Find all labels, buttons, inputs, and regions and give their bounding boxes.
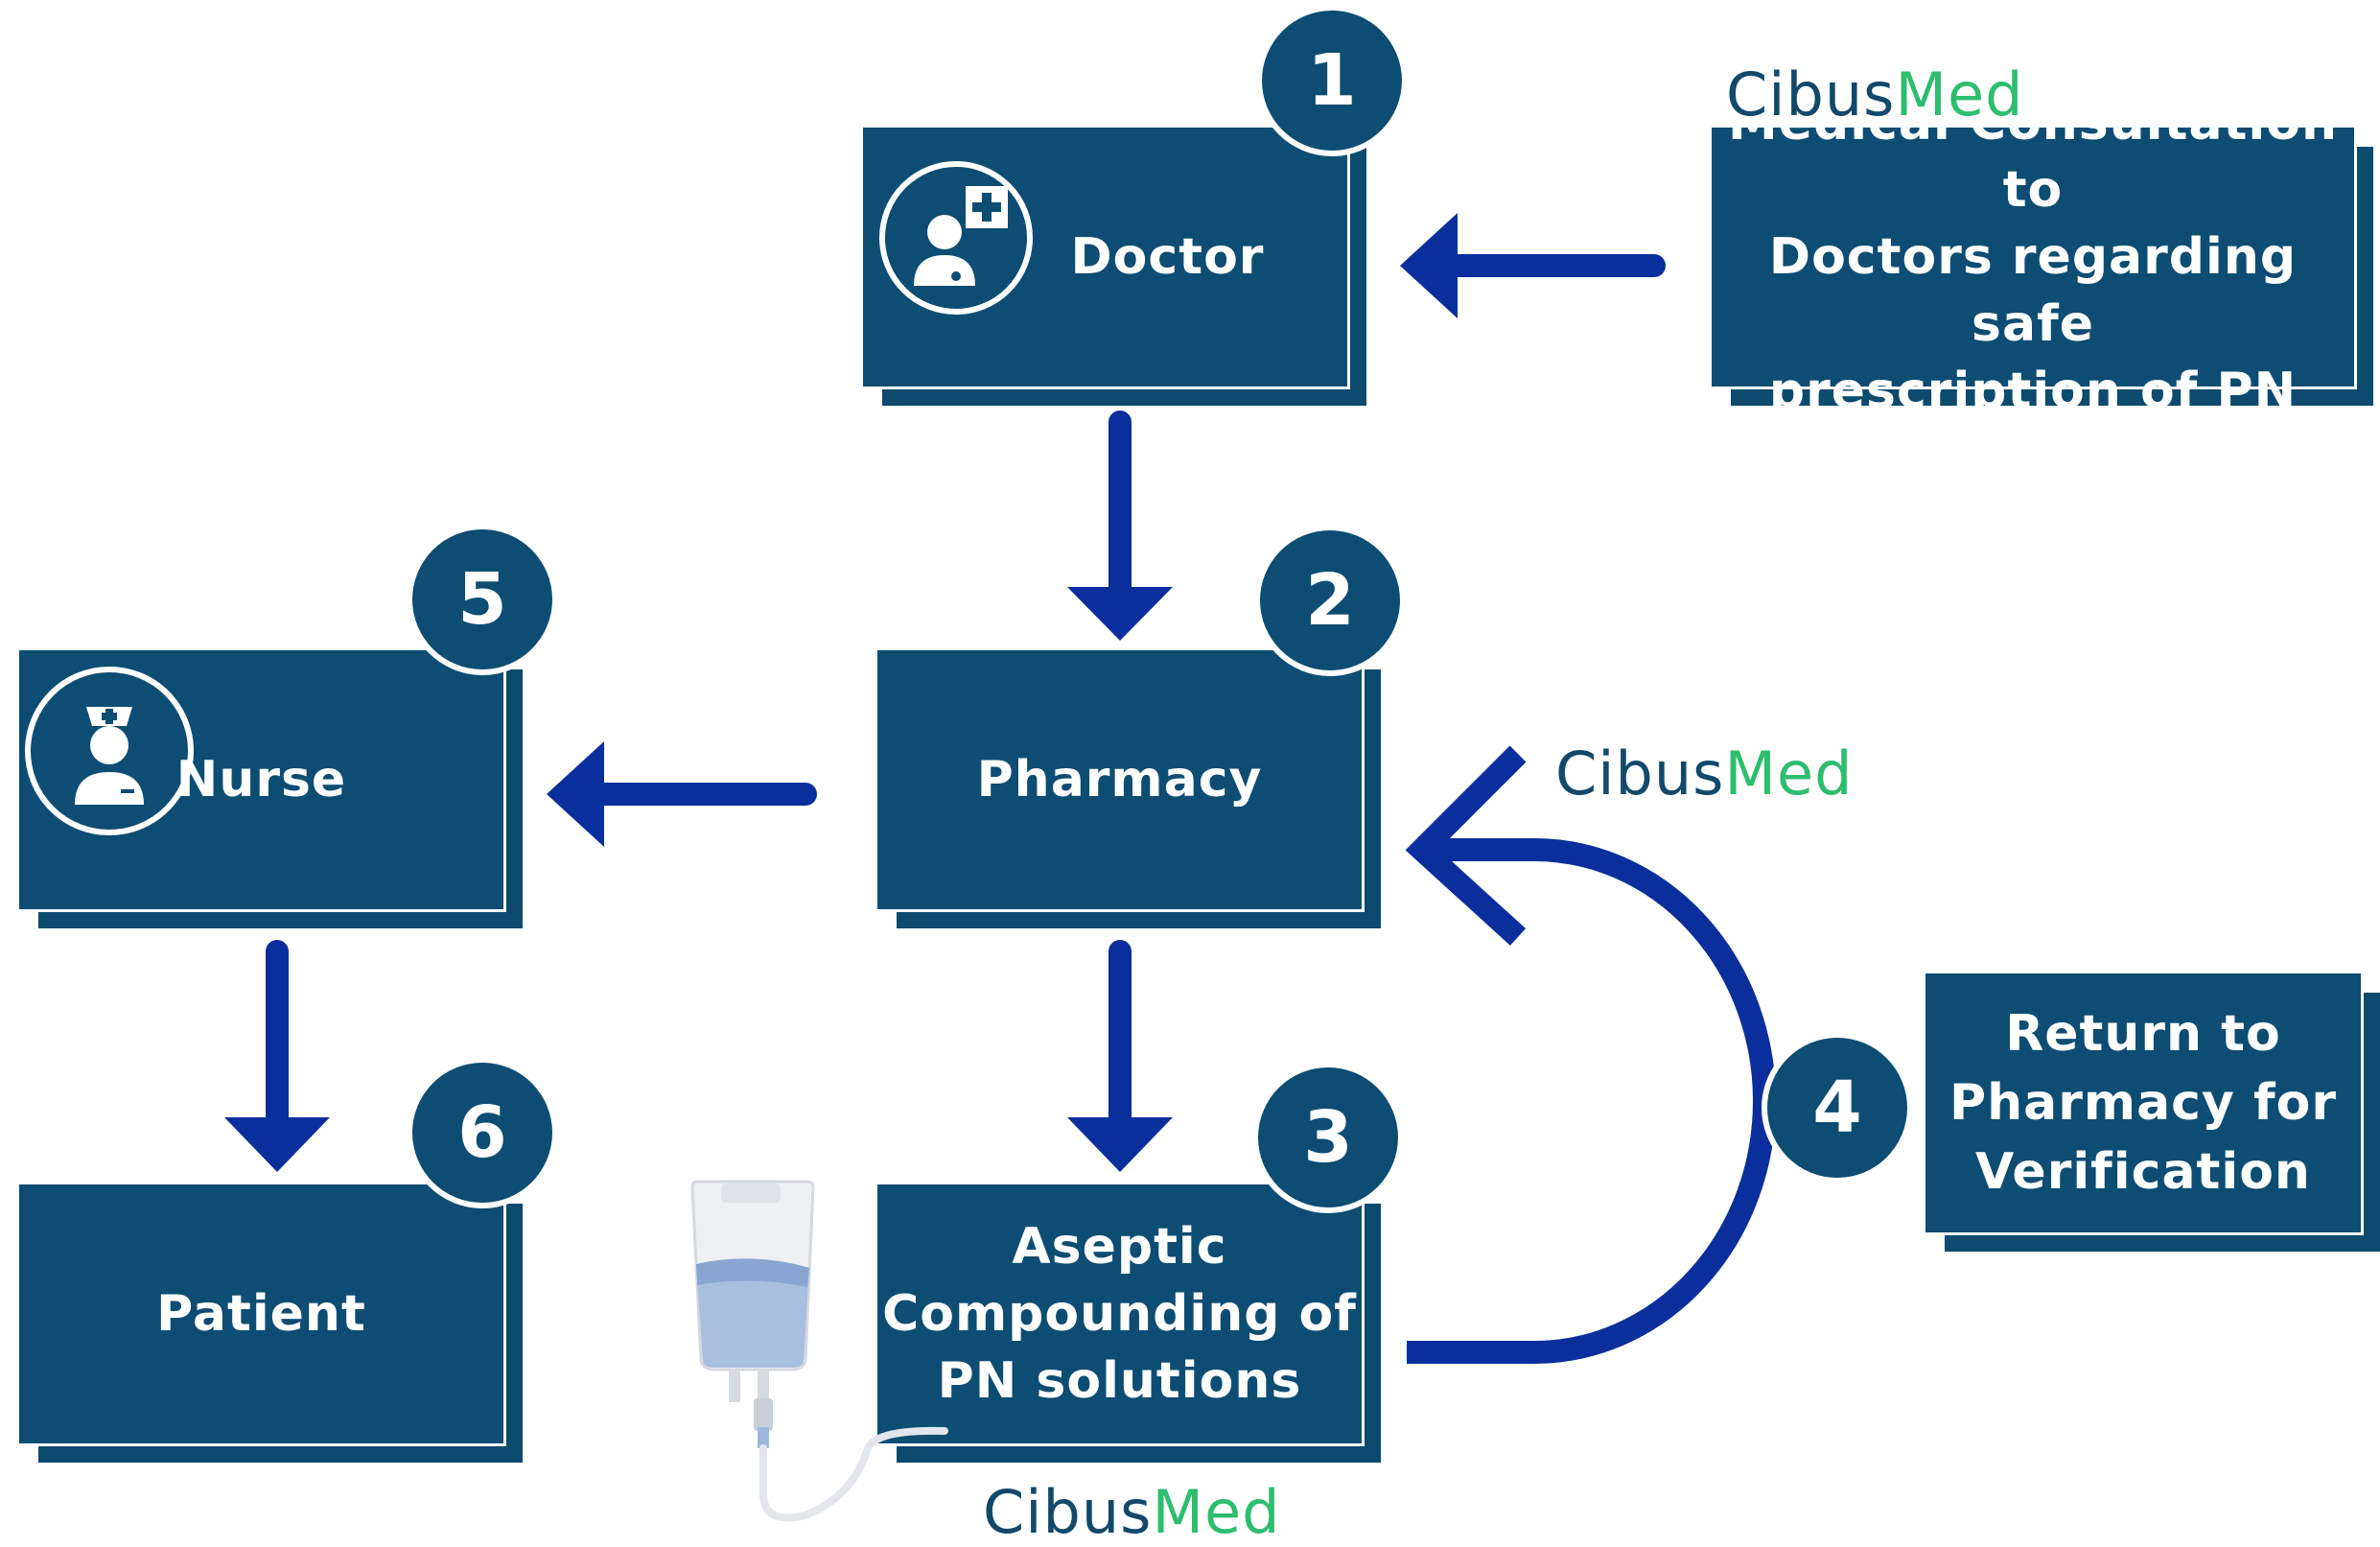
doctor-box: Doctor — [863, 128, 1366, 406]
return-line-1: Return to — [2005, 1005, 2281, 1063]
consultation-line-3: prescription of PN — [1768, 363, 2298, 420]
arrowhead-return — [1405, 745, 1527, 946]
doctor-label: Doctor — [1070, 228, 1265, 286]
nurse-icon — [25, 667, 194, 835]
arrowhead-doctor — [1400, 213, 1458, 318]
consultation-box: Medical Consultation to Doctors regardin… — [1712, 94, 2373, 420]
nurse-box: Nurse — [19, 650, 523, 928]
step-badge-2: 2 — [1260, 530, 1400, 670]
cibusmed-logo-top: CibusMed — [1726, 59, 2024, 129]
pharmacy-box: Pharmacy — [877, 650, 1381, 928]
compounding-box: Aseptic Compounding of PN solutions — [877, 1184, 1381, 1463]
compounding-line-2: Compounding of — [882, 1285, 1357, 1343]
arrow-return-loop — [1407, 838, 1776, 1364]
return-line-3: Verification — [1975, 1143, 2311, 1201]
arrowhead-pharmacy — [1067, 587, 1173, 641]
arrowhead-nurse — [547, 741, 604, 847]
nurse-label: Nurse — [175, 751, 347, 809]
compounding-line-3: PN solutions — [937, 1352, 1302, 1410]
consultation-line-2: Doctors regarding safe — [1768, 228, 2298, 353]
arrowhead-patient — [224, 1117, 330, 1172]
patient-box: Patient — [19, 1184, 523, 1463]
arrowhead-compounding — [1067, 1117, 1173, 1172]
consultation-line-1: Medical Consultation to — [1728, 94, 2338, 219]
return-line-2: Pharmacy for — [1949, 1074, 2337, 1132]
doctor-icon — [879, 161, 1033, 315]
step-badge-5: 5 — [412, 529, 552, 669]
step-badge-4: 4 — [1767, 1038, 1907, 1178]
cibusmed-logo-bottom: CibusMed — [983, 1477, 1281, 1547]
compounding-line-1: Aseptic — [1012, 1218, 1227, 1276]
patient-label: Patient — [156, 1285, 366, 1343]
step-badge-6: 6 — [412, 1063, 552, 1203]
return-pharmacy-box: Return to Pharmacy for Verification — [1925, 973, 2380, 1252]
step-badge-3: 3 — [1258, 1067, 1398, 1207]
cibusmed-logo-middle: CibusMed — [1555, 738, 1854, 809]
pharmacy-label: Pharmacy — [976, 751, 1263, 809]
step-badge-1: 1 — [1262, 11, 1402, 151]
